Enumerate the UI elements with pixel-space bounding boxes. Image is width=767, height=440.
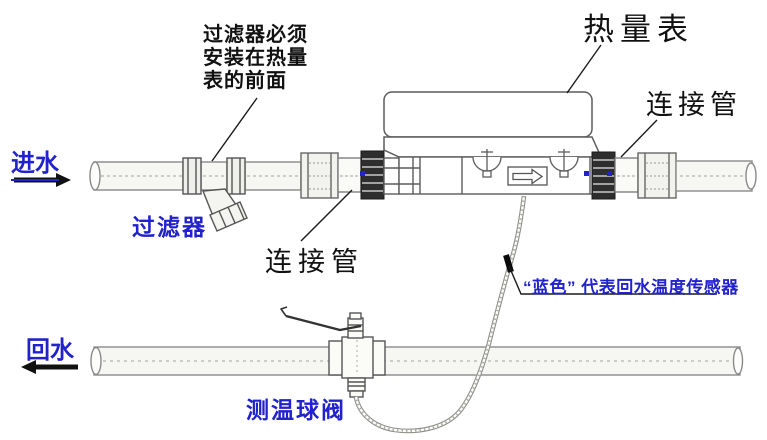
return-pipe [90, 346, 744, 376]
filter-flanges [182, 157, 246, 195]
coupling-left-threads [309, 162, 330, 190]
filter-label: 过滤器 [132, 214, 207, 240]
valve-handle [280, 306, 362, 332]
flow-arrow [507, 166, 548, 186]
blue-sensor-marks [360, 171, 612, 176]
connector-pipe-right [614, 157, 639, 193]
sensor-note-label: “蓝色” 代表回水温度传感器 [523, 278, 739, 297]
inlet-pipe [89, 161, 302, 191]
connector-left-label: 连接管 [265, 247, 364, 277]
filter-note-line3: 表的前面 [203, 70, 287, 92]
filter-note-line2: 安装在热量 [203, 47, 308, 69]
return-flow-arrow [21, 360, 78, 374]
outlet-pipe [675, 160, 757, 192]
connector-right-label: 连接管 [646, 90, 742, 120]
leader-connector-left [300, 189, 353, 242]
sensor-bosses [472, 149, 579, 178]
leader-heat-meter [566, 44, 602, 94]
heat-meter-display [383, 91, 603, 158]
filter-note: 过滤器必须 安装在热量 表的前面 [203, 24, 308, 93]
leader-filter-note [211, 97, 258, 162]
filter-note-line1: 过滤器必须 [203, 24, 308, 46]
sensor-cable [353, 195, 527, 434]
coupling-right [637, 152, 677, 199]
filter-strainer [202, 188, 248, 232]
coupling-left [300, 152, 339, 199]
inlet-water-label: 进水 [11, 143, 59, 181]
connector-pipe-left [337, 157, 362, 193]
leader-lines [211, 44, 717, 295]
return-water-label: 回水 [26, 337, 74, 364]
leader-connector-right [620, 119, 658, 158]
leader-sensor-note [508, 265, 717, 295]
heat-meter-label: 热量表 [583, 12, 694, 47]
ball-valve-label: 测温球阀 [246, 397, 346, 423]
